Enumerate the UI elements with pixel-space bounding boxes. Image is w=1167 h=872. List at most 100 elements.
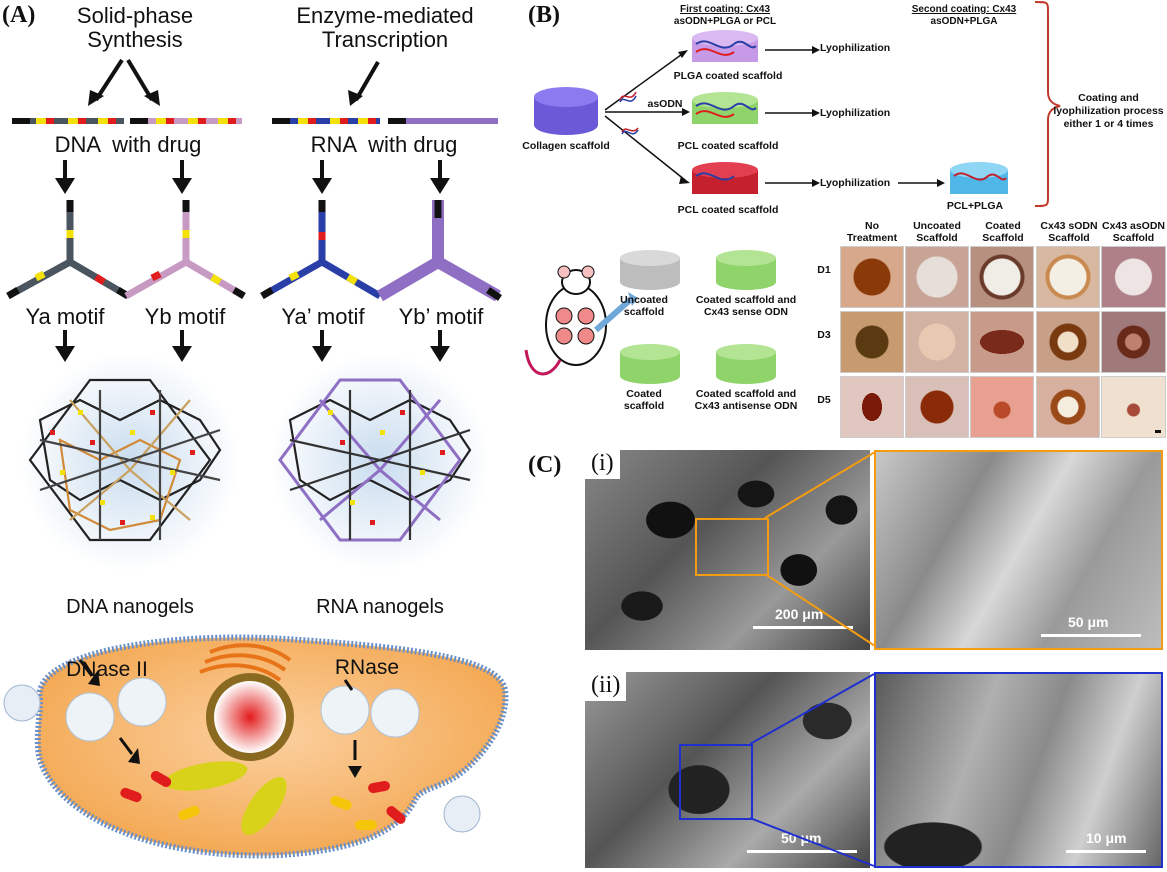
yb-motif-label: Yb motif [144, 304, 226, 329]
collagen-scaffold-label: Collagen scaffold [522, 140, 610, 152]
pcl-plga-label: PCL+PLGA [946, 200, 1004, 212]
ya-motif [6, 200, 130, 300]
dna-nanogel [20, 352, 240, 572]
photo-d5-no-treatment [840, 376, 904, 438]
second-coating-label: Second coating: Cx43 asODN+PLGA [904, 4, 1024, 28]
sem-ii-right-scale-text: 10 μm [1086, 830, 1127, 846]
coated-antisense-label: Coated scaffold and Cx43 antisense ODN [694, 388, 798, 412]
rna-strand-2 [388, 118, 498, 124]
rna-with-drug-label: RNA with drug [310, 132, 458, 157]
pcl-coated-label-2: PCL coated scaffold [677, 204, 779, 216]
sem-ii-label: (ii) [585, 672, 627, 701]
second-coating-sub: asODN+PLGA [930, 16, 998, 27]
lyophilization-2: Lyophilization [820, 107, 891, 119]
coated-sense-scaffold [716, 250, 776, 290]
sem-ii-left: (ii) 50 μm [585, 672, 870, 868]
photo-d3-uncoated [905, 311, 969, 373]
ya-prime-motif-label: Ya’ motif [281, 304, 365, 329]
photo-d3-coated [970, 311, 1034, 373]
sem-ii-connector [749, 673, 875, 867]
sem-ii-right: 10 μm [874, 672, 1163, 868]
photo-d1-uncoated [905, 246, 969, 308]
panel-b-label: (B) [528, 2, 560, 28]
dna-strand-2 [130, 118, 242, 124]
dna-strand-1 [12, 118, 124, 124]
sem-ii-zoom-box [679, 744, 753, 820]
col-sodn: Cx43 sODN Scaffold [1040, 220, 1098, 244]
coated-antisense-scaffold [716, 344, 776, 384]
panel-c-label: (C) [528, 452, 562, 478]
process-label: Coating and lyophilization process eithe… [1053, 92, 1164, 130]
col-uncoated: Uncoated Scaffold [913, 220, 961, 244]
row-d1: D1 [817, 264, 831, 276]
panel-b-graphics [524, 1, 1061, 384]
dna-nanogels-label: DNA nanogels [66, 596, 194, 618]
dnase-label: DNase II [66, 658, 148, 681]
photo-d1-no-treatment [840, 246, 904, 308]
uncoated-scaffold-gray [620, 250, 680, 290]
lyophilization-1: Lyophilization [820, 42, 891, 54]
yb-prime-motif-label: Yb’ motif [398, 304, 484, 329]
plga-scaffold [692, 30, 758, 62]
lyophilization-3: Lyophilization [820, 177, 891, 189]
sem-i-scale-text: 200 μm [775, 606, 824, 622]
sem-i-right-scalebar [1041, 634, 1141, 637]
photo-d5-sodn [1036, 376, 1100, 438]
panel-a-graphics [3, 58, 509, 859]
coated-scaffold [620, 344, 680, 384]
dna-with-drug-label: DNA with drug [54, 132, 202, 157]
solid-phase-title: Solid-phase Synthesis [76, 3, 194, 52]
rna-nanogels-label: RNA nanogels [316, 596, 444, 618]
sem-i-right-scale-text: 50 μm [1068, 614, 1109, 630]
collagen-scaffold [534, 87, 598, 135]
row-d5: D5 [817, 394, 831, 406]
rna-strand-1 [272, 118, 380, 124]
ya-prime-motif [260, 200, 382, 300]
photo-d1-asodn [1101, 246, 1166, 308]
pcl-scaffold-red [692, 162, 758, 194]
first-coating-label: First coating: Cx43 asODN+PLGA or PCL [660, 4, 790, 28]
sem-i-connector [764, 451, 876, 647]
uncoated-label: Uncoated scaffold [620, 294, 668, 318]
col-asodn: Cx43 asODN Scaffold [1101, 220, 1166, 244]
photo-d1-coated [970, 246, 1034, 308]
pcl-scaffold-green [692, 92, 758, 124]
photo-d3-asodn [1101, 311, 1166, 373]
sem-i-label: (i) [585, 450, 620, 479]
col-no-treatment: No Treatment [846, 220, 898, 244]
photo-d3-sodn [1036, 311, 1100, 373]
pcl-coated-label-1: PCL coated scaffold [677, 140, 779, 152]
sem-i-scalebar [753, 626, 853, 629]
rna-nanogel [270, 352, 490, 572]
second-coating-title: Second coating: Cx43 [911, 4, 1017, 15]
photo-d3-no-treatment [840, 311, 904, 373]
synthesis-arrows [94, 58, 380, 102]
plga-coated-label: PLGA coated scaffold [673, 70, 783, 82]
pcl-plga-scaffold [950, 162, 1008, 194]
enzyme-title: Enzyme-mediated Transcription [296, 3, 474, 52]
photo-d5-asodn [1101, 376, 1166, 438]
photo-d5-uncoated [905, 376, 969, 438]
yb-motif [124, 200, 246, 300]
process-bracket [1034, 1, 1061, 207]
sem-i-left: (i) 200 μm [585, 450, 870, 650]
photo-d5-coated [970, 376, 1034, 438]
scale-bar [1155, 430, 1161, 433]
ya-motif-label: Ya motif [25, 304, 105, 329]
sem-ii-scalebar [747, 850, 857, 853]
row-d3: D3 [817, 329, 831, 341]
mouse-illustration [524, 265, 638, 376]
yb-prime-motif [376, 200, 502, 302]
asodn-label: asODN [647, 98, 683, 110]
sem-i-zoom-box [695, 518, 769, 576]
panel-a-label: (A) [2, 2, 36, 28]
photo-d1-sodn [1036, 246, 1100, 308]
sem-ii-right-scalebar [1066, 850, 1146, 853]
col-coated: Coated Scaffold [982, 220, 1024, 244]
first-coating-title: First coating: Cx43 [679, 4, 771, 15]
cell-illustration [3, 634, 509, 859]
rnase-label: RNase [334, 656, 400, 679]
sem-i-right: 50 μm [874, 450, 1163, 650]
first-coating-sub: asODN+PLGA or PCL [673, 16, 777, 27]
coated-label: Coated scaffold [623, 388, 665, 412]
